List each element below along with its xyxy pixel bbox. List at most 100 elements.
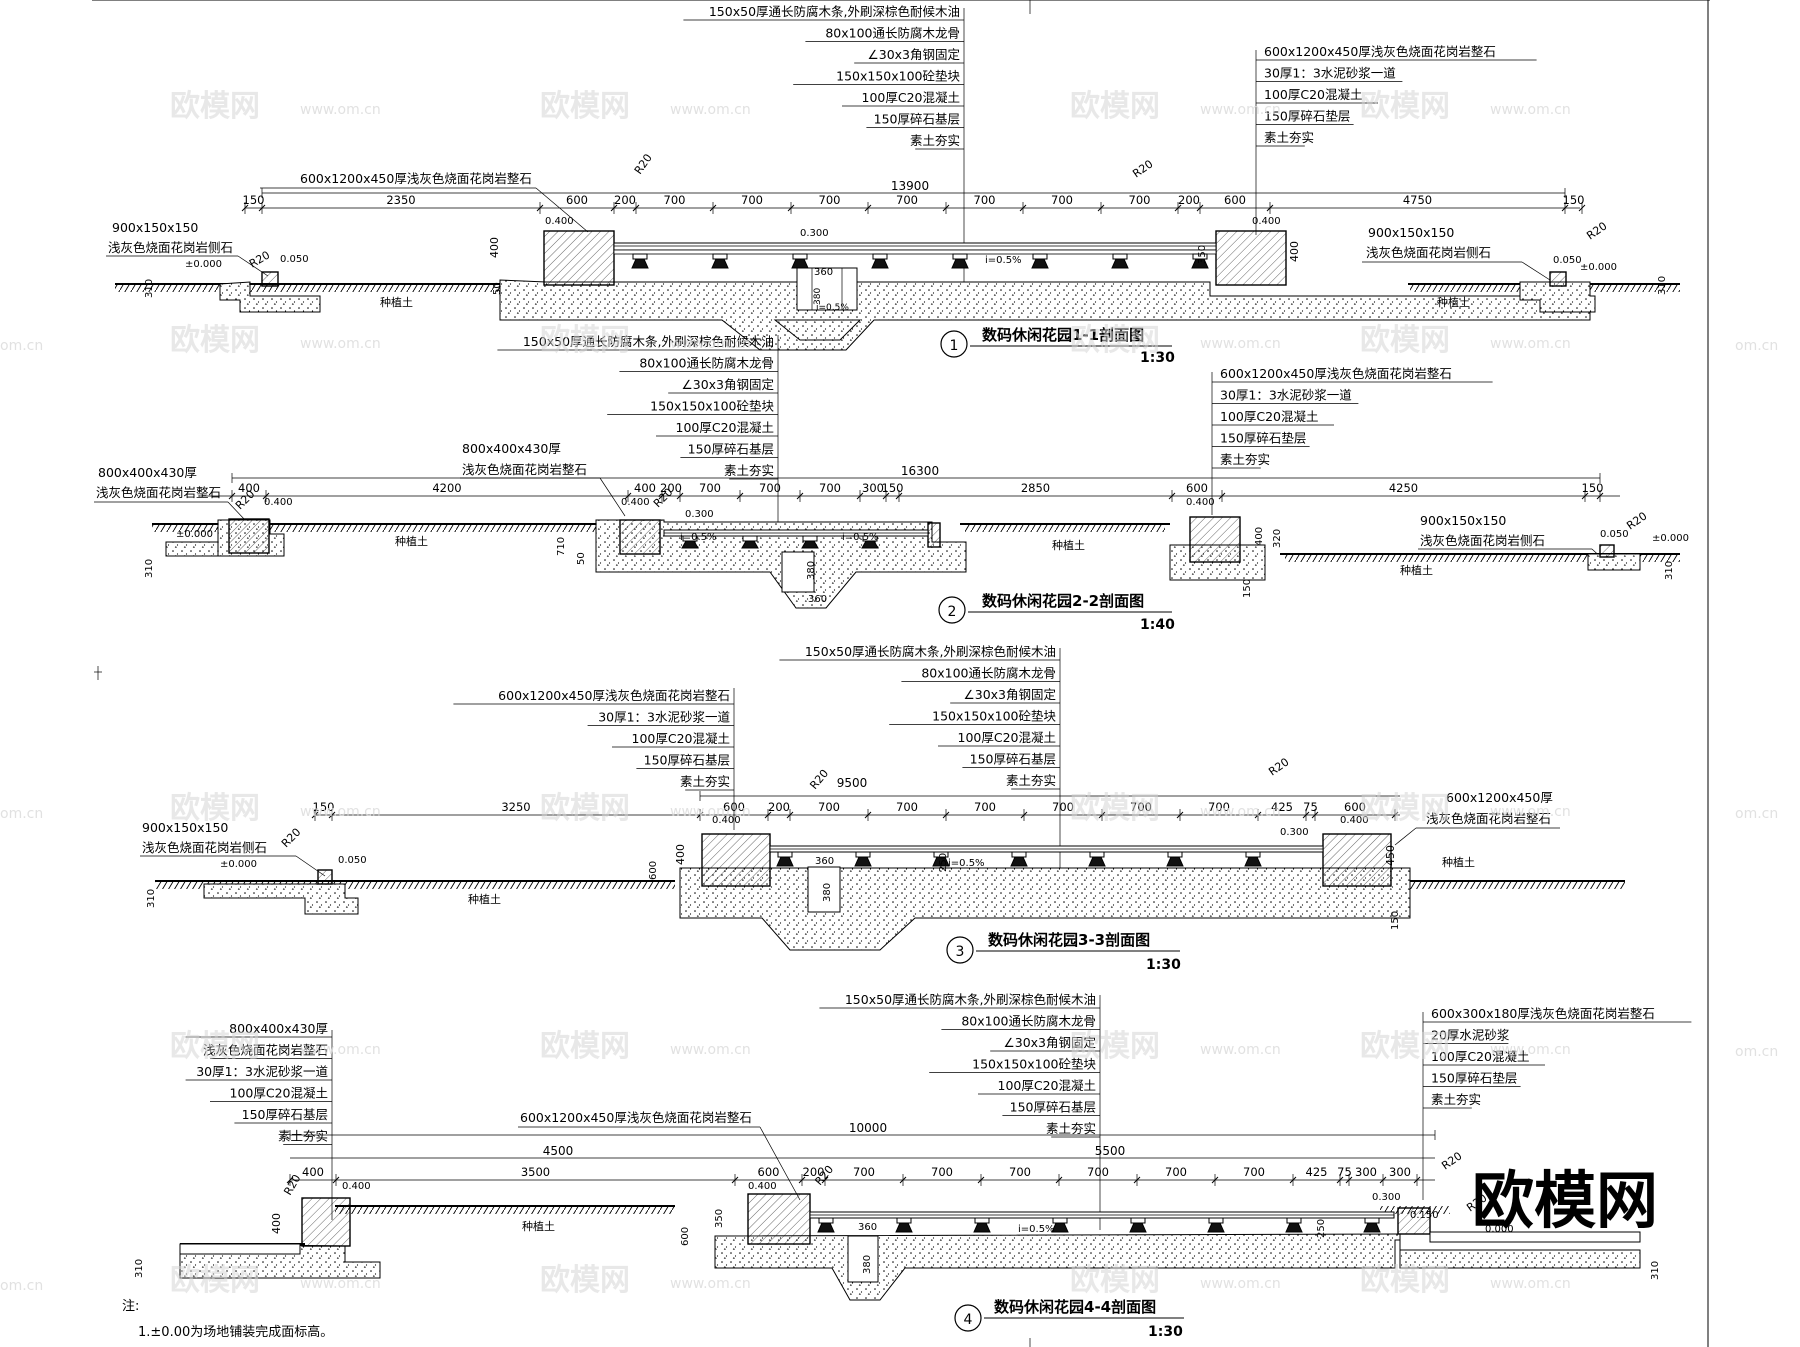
- section-2-2: 150x50厚通长防腐木条,外刷深棕色耐候木油80x100通长防腐木龙骨∠30x…: [94, 334, 1689, 633]
- section-3-number: 3: [956, 944, 965, 960]
- watermark-mark-7: 欧模网: [1070, 323, 1160, 358]
- section-1-dim-12: 200: [1178, 193, 1200, 207]
- svg-text:浅灰色烧面花岗岩整石: 浅灰色烧面花岗岩整石: [96, 485, 221, 500]
- section-4-dim-8: 700: [1087, 1165, 1109, 1179]
- svg-text:±0.000: ±0.000: [1652, 533, 1689, 544]
- svg-text:310: 310: [1650, 1261, 1661, 1280]
- svg-text:0.050: 0.050: [1553, 255, 1582, 266]
- notes-heading: 注:: [122, 1299, 139, 1314]
- section-1-pier-2: [711, 258, 729, 269]
- section-2-left-note-4: 150x150x100砼垫块: [650, 399, 774, 414]
- section-1-dim-2: 2350: [386, 193, 415, 207]
- section-3-left-note-4: 150厚碎石基层: [644, 753, 730, 768]
- section-2-title: 数码休闲花园2-2剖面图: [982, 592, 1144, 610]
- section-2-right-note-3: 100厚C20混凝土: [1220, 409, 1319, 424]
- sheet-frame: [92, 0, 1710, 1347]
- section-2-pier-4: [861, 540, 879, 549]
- section-3-dim-2: 3250: [501, 800, 530, 814]
- watermark-url-11: www.om.cn: [1200, 804, 1281, 820]
- section-4-left-notes: 800x400x430厚浅灰色烧面花岗岩整石30厚1：3水泥砂浆一道100厚C2…: [185, 1021, 333, 1220]
- section-1-title: 数码休闲花园1-1剖面图: [982, 326, 1144, 344]
- section-4-mid-notes: 150x50厚通长防腐木条,外刷深棕色耐候木油80x100通长防腐木龙骨∠30x…: [819, 992, 1101, 1230]
- section-2-joist-2: [742, 535, 758, 542]
- svg-text:400: 400: [1288, 241, 1301, 262]
- svg-text:400: 400: [270, 1213, 283, 1234]
- watermark-mark-1: 欧模网: [170, 89, 260, 124]
- watermark-mark-8: 欧模网: [1360, 323, 1450, 358]
- svg-text:0.050: 0.050: [1600, 529, 1629, 540]
- section-2-scale: 1:40: [1140, 617, 1175, 633]
- section-1-dim-13: 600: [1224, 193, 1246, 207]
- section-1-1: 150x50厚通长防腐木条,外刷深棕色耐候木油80x100通长防腐木龙骨∠30x…: [106, 4, 1680, 366]
- watermark-mark-2: 欧模网: [540, 89, 630, 124]
- section-2-dim-7: 700: [819, 481, 841, 495]
- watermark-url-12: www.om.cn: [1490, 804, 1571, 820]
- svg-text:310: 310: [134, 1259, 145, 1278]
- svg-text:R20: R20: [279, 826, 303, 850]
- section-2-dim-2: 4200: [432, 481, 461, 495]
- section-3-pier-2: [854, 856, 872, 867]
- svg-text:i=0.5%: i=0.5%: [842, 532, 879, 543]
- svg-text:360: 360: [814, 267, 833, 278]
- svg-text:400: 400: [674, 844, 687, 865]
- section-3-title-block: 3 数码休闲花园3-3剖面图 1:30: [946, 931, 1181, 973]
- section-4-pier-2: [895, 1222, 913, 1233]
- svg-text:R20: R20: [247, 249, 272, 271]
- svg-text:R20: R20: [1130, 157, 1155, 180]
- svg-text:0.400: 0.400: [545, 216, 574, 227]
- section-1-curb-right-size: 900x150x150: [1368, 225, 1454, 240]
- svg-text:600x1200x450厚浅灰色烧面花岗岩整石: 600x1200x450厚浅灰色烧面花岗岩整石: [520, 1110, 752, 1125]
- section-1-joist-3: [792, 253, 808, 260]
- section-4-dim-7: 700: [1009, 1165, 1031, 1179]
- watermark-url-9: www.om.cn: [300, 804, 381, 820]
- svg-text:400: 400: [1254, 527, 1265, 546]
- section-2-pier-3: [801, 540, 819, 549]
- section-2-stone-blocks: [228, 516, 1615, 563]
- svg-text:0.300: 0.300: [1372, 1192, 1401, 1203]
- section-1-dim-7: 700: [819, 193, 841, 207]
- svg-text:710: 710: [556, 537, 567, 556]
- section-3-dim-13: 600: [1344, 800, 1366, 814]
- svg-text:800x400x430厚: 800x400x430厚: [98, 465, 197, 480]
- svg-text:900x150x150: 900x150x150: [1420, 513, 1506, 528]
- watermark-url-15: www.om.cn: [1200, 1042, 1281, 1058]
- section-4-dim-3: 600: [758, 1165, 780, 1179]
- svg-text:350: 350: [1197, 245, 1208, 264]
- section-1-joist-4: [872, 253, 888, 260]
- svg-text:50: 50: [576, 552, 587, 565]
- section-4-right-note-3: 100厚C20混凝土: [1431, 1049, 1530, 1064]
- section-3-dim-6: 700: [896, 800, 918, 814]
- svg-text:360: 360: [808, 594, 827, 605]
- watermark-url-edge-21: om.cn: [0, 338, 43, 354]
- svg-text:450: 450: [1384, 845, 1397, 866]
- section-3-left-note-5: 素土夯实: [680, 774, 730, 789]
- watermark-mark-13: 欧模网: [170, 1029, 260, 1064]
- section-3-joist-1: [777, 851, 793, 858]
- watermark-mark-3: 欧模网: [1070, 89, 1160, 124]
- section-3-left-notes: 600x1200x450厚浅灰色烧面花岗岩整石30厚1：3水泥砂浆一道100厚C…: [453, 688, 735, 830]
- watermark-url-1: www.om.cn: [300, 102, 381, 118]
- section-3-joist-6: [1167, 851, 1183, 858]
- svg-text:310: 310: [146, 889, 157, 908]
- section-1-number: 1: [950, 338, 959, 354]
- section-3-dim-1: 150: [313, 800, 335, 814]
- watermark-mark-6: 欧模网: [540, 323, 630, 358]
- watermark-url-13: www.om.cn: [300, 1042, 381, 1058]
- svg-text:0.400: 0.400: [712, 815, 741, 826]
- section-3-boardwalk: [769, 845, 1324, 913]
- section-3-right-note-4: 150x150x100砼垫块: [932, 709, 1056, 724]
- svg-text:900x150x150: 900x150x150: [142, 820, 228, 835]
- section-4-pier-5: [1129, 1222, 1147, 1233]
- section-1-dim-6: 700: [741, 193, 763, 207]
- svg-text:0.300: 0.300: [1280, 827, 1309, 838]
- section-3-dim-11: 425: [1271, 800, 1293, 814]
- svg-text:400: 400: [488, 237, 501, 258]
- svg-text:600x1200x450厚: 600x1200x450厚: [1446, 790, 1553, 805]
- watermark-url-edge-26: om.cn: [1735, 1044, 1778, 1060]
- general-notes: 注: 1.±0.00为场地铺装完成面标高。: [122, 1299, 333, 1340]
- watermark-url-17: www.om.cn: [300, 1276, 381, 1292]
- svg-text:浅灰色烧面花岗岩侧石: 浅灰色烧面花岗岩侧石: [1420, 533, 1545, 548]
- svg-text:0.050: 0.050: [280, 254, 309, 265]
